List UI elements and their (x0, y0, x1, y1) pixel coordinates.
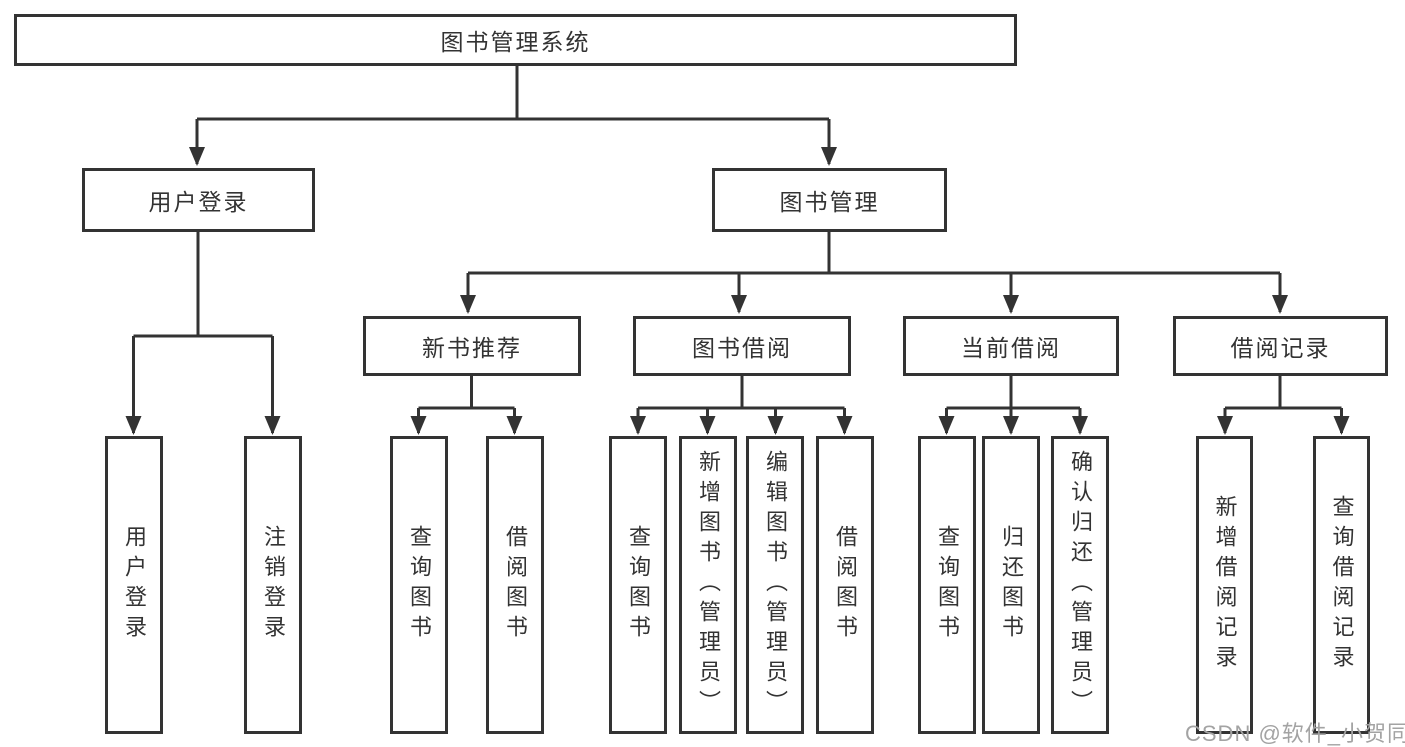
connector-current-borrowing-rail (946, 376, 1080, 410)
connector-root-rail (197, 66, 829, 121)
leaf-br-query-borrow-record: 查询借阅记录 (1313, 436, 1370, 734)
leaf-br-add-borrow-record: 新增借阅记录 (1196, 436, 1253, 734)
leaf-bb-query-book: 查询图书 (609, 436, 667, 734)
leaf-cb-return-book: 归还图书 (982, 436, 1040, 734)
connector-book-management-rail (468, 232, 1280, 275)
node-root-library-management-system: 图书管理系统 (14, 14, 1017, 66)
node-current-borrowing: 当前借阅 (903, 316, 1119, 376)
leaf-cb-confirm-return-admin: 确认归还（管理员） (1051, 436, 1109, 734)
leaf-cb-query-book: 查询图书 (918, 436, 976, 734)
leaf-bb-edit-book-admin: 编辑图书（管理员） (746, 436, 804, 734)
leaf-nbr-borrow-book: 借阅图书 (486, 436, 544, 734)
node-new-book-recommend: 新书推荐 (363, 316, 581, 376)
watermark-text: CSDN @软件_小贺同学 (1185, 721, 1405, 746)
connector-user-login-rail (133, 232, 273, 338)
connector-book-borrowing-rail (638, 376, 845, 410)
connector-borrowing-records-rail (1225, 376, 1342, 410)
connector-new-book-recommend-rail (418, 376, 515, 410)
node-borrowing-records: 借阅记录 (1173, 316, 1388, 376)
node-book-management: 图书管理 (712, 168, 947, 232)
leaf-bb-add-book-admin: 新增图书（管理员） (679, 436, 737, 734)
leaf-user-login: 用户登录 (105, 436, 163, 734)
node-book-borrowing: 图书借阅 (633, 316, 851, 376)
leaf-nbr-query-book: 查询图书 (390, 436, 448, 734)
leaf-logout: 注销登录 (244, 436, 302, 734)
node-user-login: 用户登录 (82, 168, 315, 232)
leaf-bb-borrow-book: 借阅图书 (816, 436, 874, 734)
